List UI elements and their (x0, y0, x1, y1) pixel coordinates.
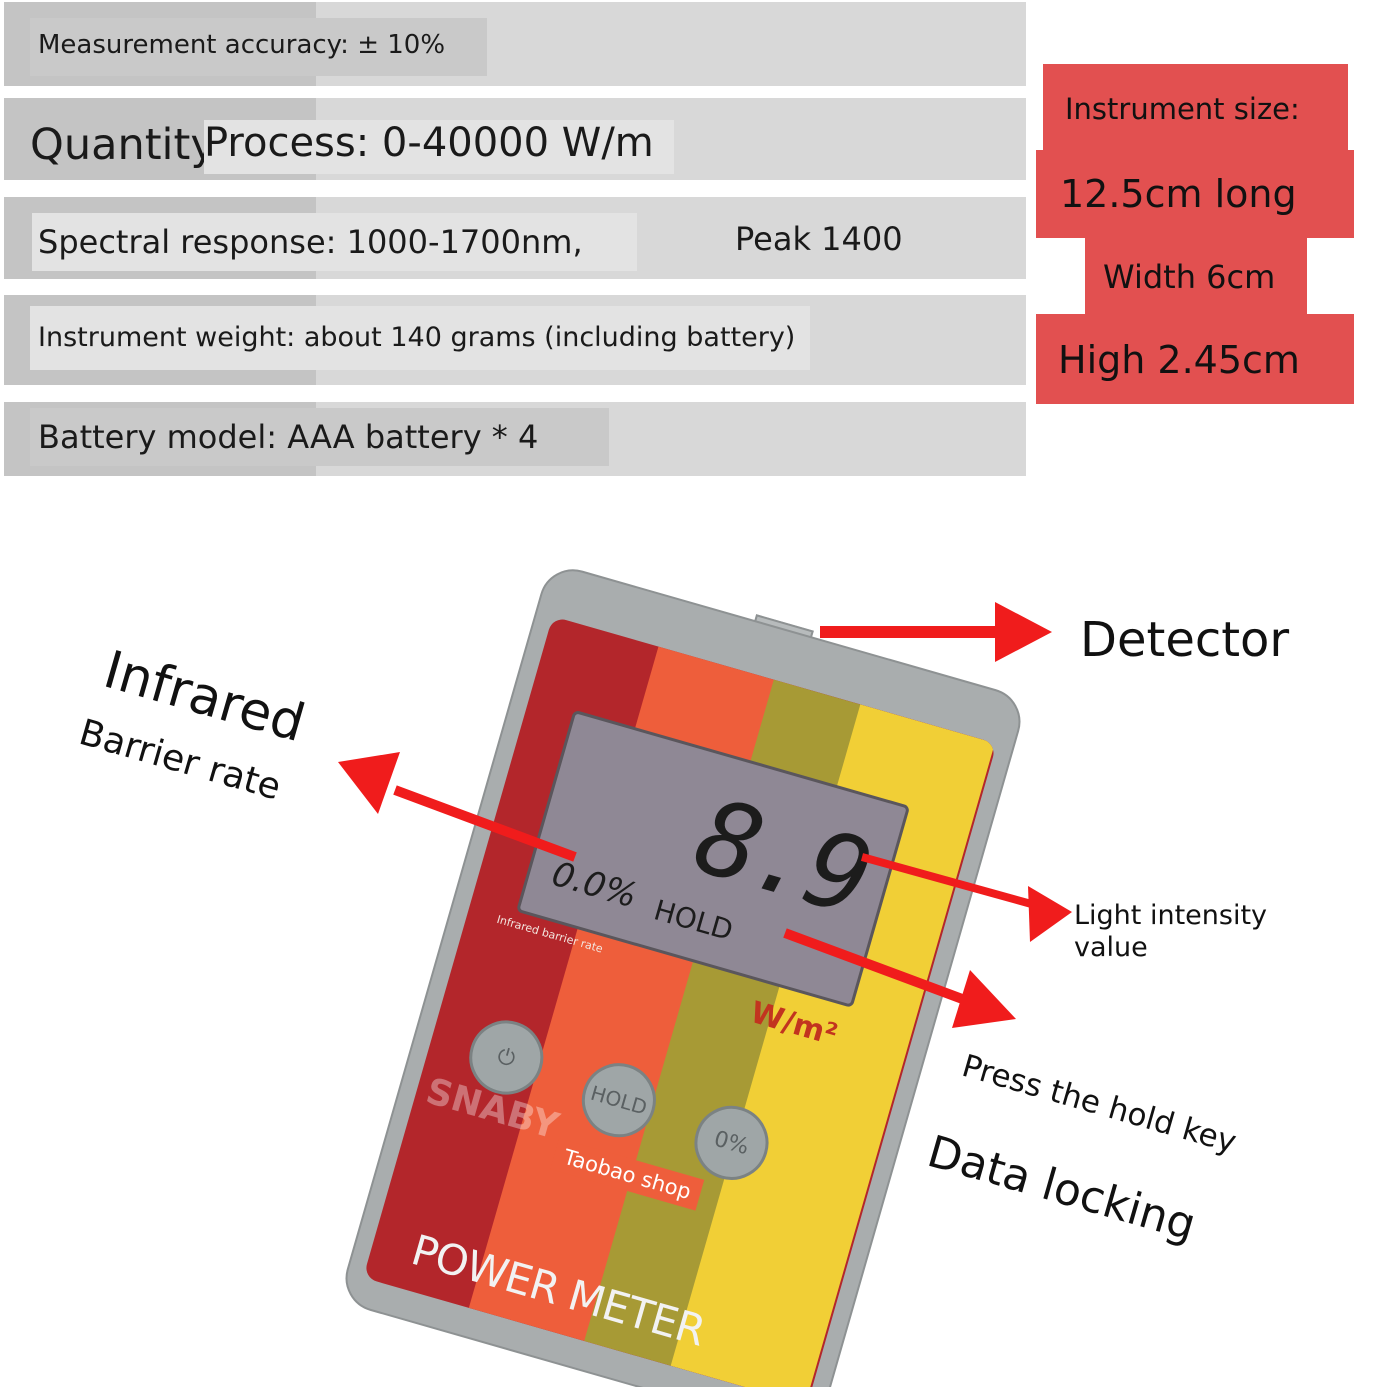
spec-accuracy: Measurement accuracy: ± 10% (30, 18, 487, 76)
arrow-hold-shaft (783, 928, 967, 1005)
arrow-infrared-head (338, 752, 400, 814)
spec-battery: Battery model: AAA battery * 4 (30, 408, 609, 466)
spec-quantity: Quantity (30, 120, 216, 170)
arrow-light-head (1028, 886, 1072, 942)
arrow-light-shaft (860, 853, 1037, 909)
annotation-light-line1: Light intensity (1074, 900, 1268, 931)
spec-peak: Peak 1400 (735, 220, 903, 258)
spec-process: Process: 0-40000 W/m (204, 120, 674, 174)
spec-spectral: Spectral response: 1000-1700nm, (32, 213, 637, 271)
arrow-infrared-shaft (393, 785, 577, 862)
arrow-detector-head (995, 602, 1052, 662)
arrow-hold-head (952, 970, 1016, 1028)
size-length: 12.5cm long (1036, 150, 1354, 238)
spec-weight: Instrument weight: about 140 grams (incl… (30, 306, 810, 370)
size-title: Instrument size: (1043, 64, 1348, 154)
annotation-detector: Detector (1080, 612, 1290, 668)
size-width: Width 6cm (1085, 236, 1307, 318)
annotation-light-line2: value (1074, 932, 1148, 963)
size-height: High 2.45cm (1036, 314, 1354, 404)
annotation-light-intensity: Light intensity value (1074, 900, 1267, 964)
